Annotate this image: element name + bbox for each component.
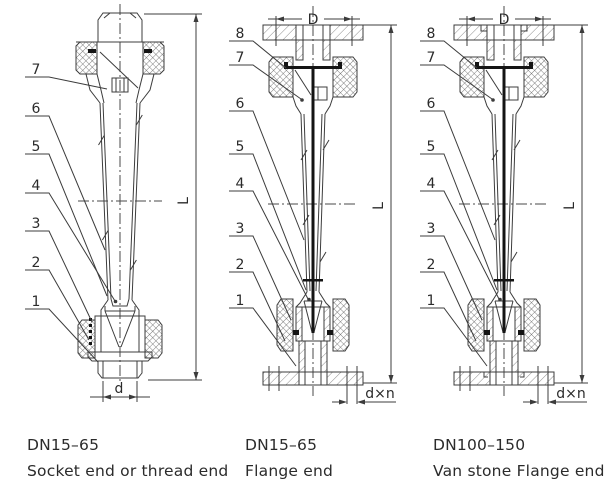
captions: DN15–65 Socket end or thread end DN15–65… — [27, 436, 605, 480]
van-stone-lap-joint-notches — [480, 25, 528, 378]
dimension-bolt-holes: d×n — [523, 386, 587, 405]
dim-label-D: D — [499, 12, 510, 28]
callout-5: 5 — [420, 139, 498, 291]
callout-label: 6 — [236, 96, 245, 112]
callout-1: 1 — [420, 293, 488, 367]
diagram-van-stone-flange-end: D L d×n 8 7 6 5 4 3 2 1 — [420, 5, 588, 405]
callout-5: 5 — [25, 139, 108, 297]
callout-label: 1 — [427, 293, 436, 309]
callout-2: 2 — [420, 257, 477, 342]
callout-7: 7 — [25, 62, 108, 90]
callout-5: 5 — [229, 139, 307, 291]
callout-6: 6 — [420, 96, 496, 241]
callout-label: 3 — [32, 216, 41, 232]
callout-label: 1 — [32, 294, 41, 310]
dimension-flange: D — [268, 12, 360, 28]
callout-label: 4 — [427, 176, 436, 192]
caption-size-flange: DN15–65 — [245, 436, 317, 454]
callout-1: 1 — [229, 293, 297, 367]
dimension-length: L — [363, 24, 397, 384]
callout-label: 2 — [32, 255, 41, 271]
callout-3: 3 — [25, 216, 93, 323]
caption-size-van-stone: DN100–150 — [433, 436, 525, 454]
callout-4: 4 — [420, 176, 502, 302]
meter-outline — [76, 12, 164, 379]
callout-label: 3 — [236, 221, 245, 237]
callout-2: 2 — [229, 257, 286, 342]
dim-label-D: D — [308, 12, 319, 28]
union-nut-lower — [77, 319, 96, 359]
callout-1: 1 — [25, 294, 99, 363]
callout-label: 5 — [32, 139, 41, 155]
callout-7: 7 — [420, 50, 495, 102]
union-nut-upper — [75, 41, 98, 75]
callout-6: 6 — [229, 96, 305, 241]
callout-label: 2 — [236, 257, 245, 273]
dim-label-L: L — [176, 197, 192, 205]
dimension-bore: d — [90, 381, 150, 402]
callout-label: 7 — [427, 50, 436, 66]
dim-label-d: d — [115, 381, 124, 397]
dimension-length: L — [554, 24, 588, 384]
callout-label: 5 — [427, 139, 436, 155]
callout-label: 6 — [32, 101, 41, 117]
callout-label: 6 — [427, 96, 436, 112]
callout-label: 2 — [427, 257, 436, 273]
callout-label: 8 — [427, 26, 436, 42]
caption-type-van-stone: Van stone Flange end — [433, 462, 605, 480]
callout-4: 4 — [25, 178, 118, 304]
callout-label: 4 — [236, 176, 245, 192]
dimension-bolt-holes: d×n — [332, 386, 396, 405]
callout-label: 7 — [32, 62, 41, 78]
callout-3: 3 — [420, 221, 483, 321]
dimension-flange: D — [459, 12, 551, 28]
caption-size-socket: DN15–65 — [27, 436, 99, 454]
diagram-socket-end: 7 6 5 4 3 2 1 L d — [25, 4, 202, 402]
callout-8: 8 — [229, 26, 287, 69]
dim-label-L: L — [562, 202, 578, 210]
callout-label: 4 — [32, 178, 41, 194]
callout-2: 2 — [25, 255, 90, 341]
dimension-length: L — [144, 13, 202, 381]
dim-label-dxn: d×n — [556, 386, 586, 402]
diagram-flange-end: D L d×n 8 7 6 5 4 3 2 1 — [229, 5, 397, 405]
callout-6: 6 — [25, 101, 106, 251]
dim-label-dxn: d×n — [365, 386, 395, 402]
callout-8: 8 — [420, 26, 478, 69]
callout-3: 3 — [229, 221, 292, 321]
callout-label: 7 — [236, 50, 245, 66]
callout-4: 4 — [229, 176, 311, 302]
callout-label: 5 — [236, 139, 245, 155]
callout-7: 7 — [229, 50, 304, 102]
callout-label: 1 — [236, 293, 245, 309]
caption-type-flange: Flange end — [245, 462, 333, 480]
callout-label: 3 — [427, 221, 436, 237]
callout-label: 8 — [236, 26, 245, 42]
dim-label-L: L — [371, 202, 387, 210]
caption-type-socket: Socket end or thread end — [27, 462, 228, 480]
